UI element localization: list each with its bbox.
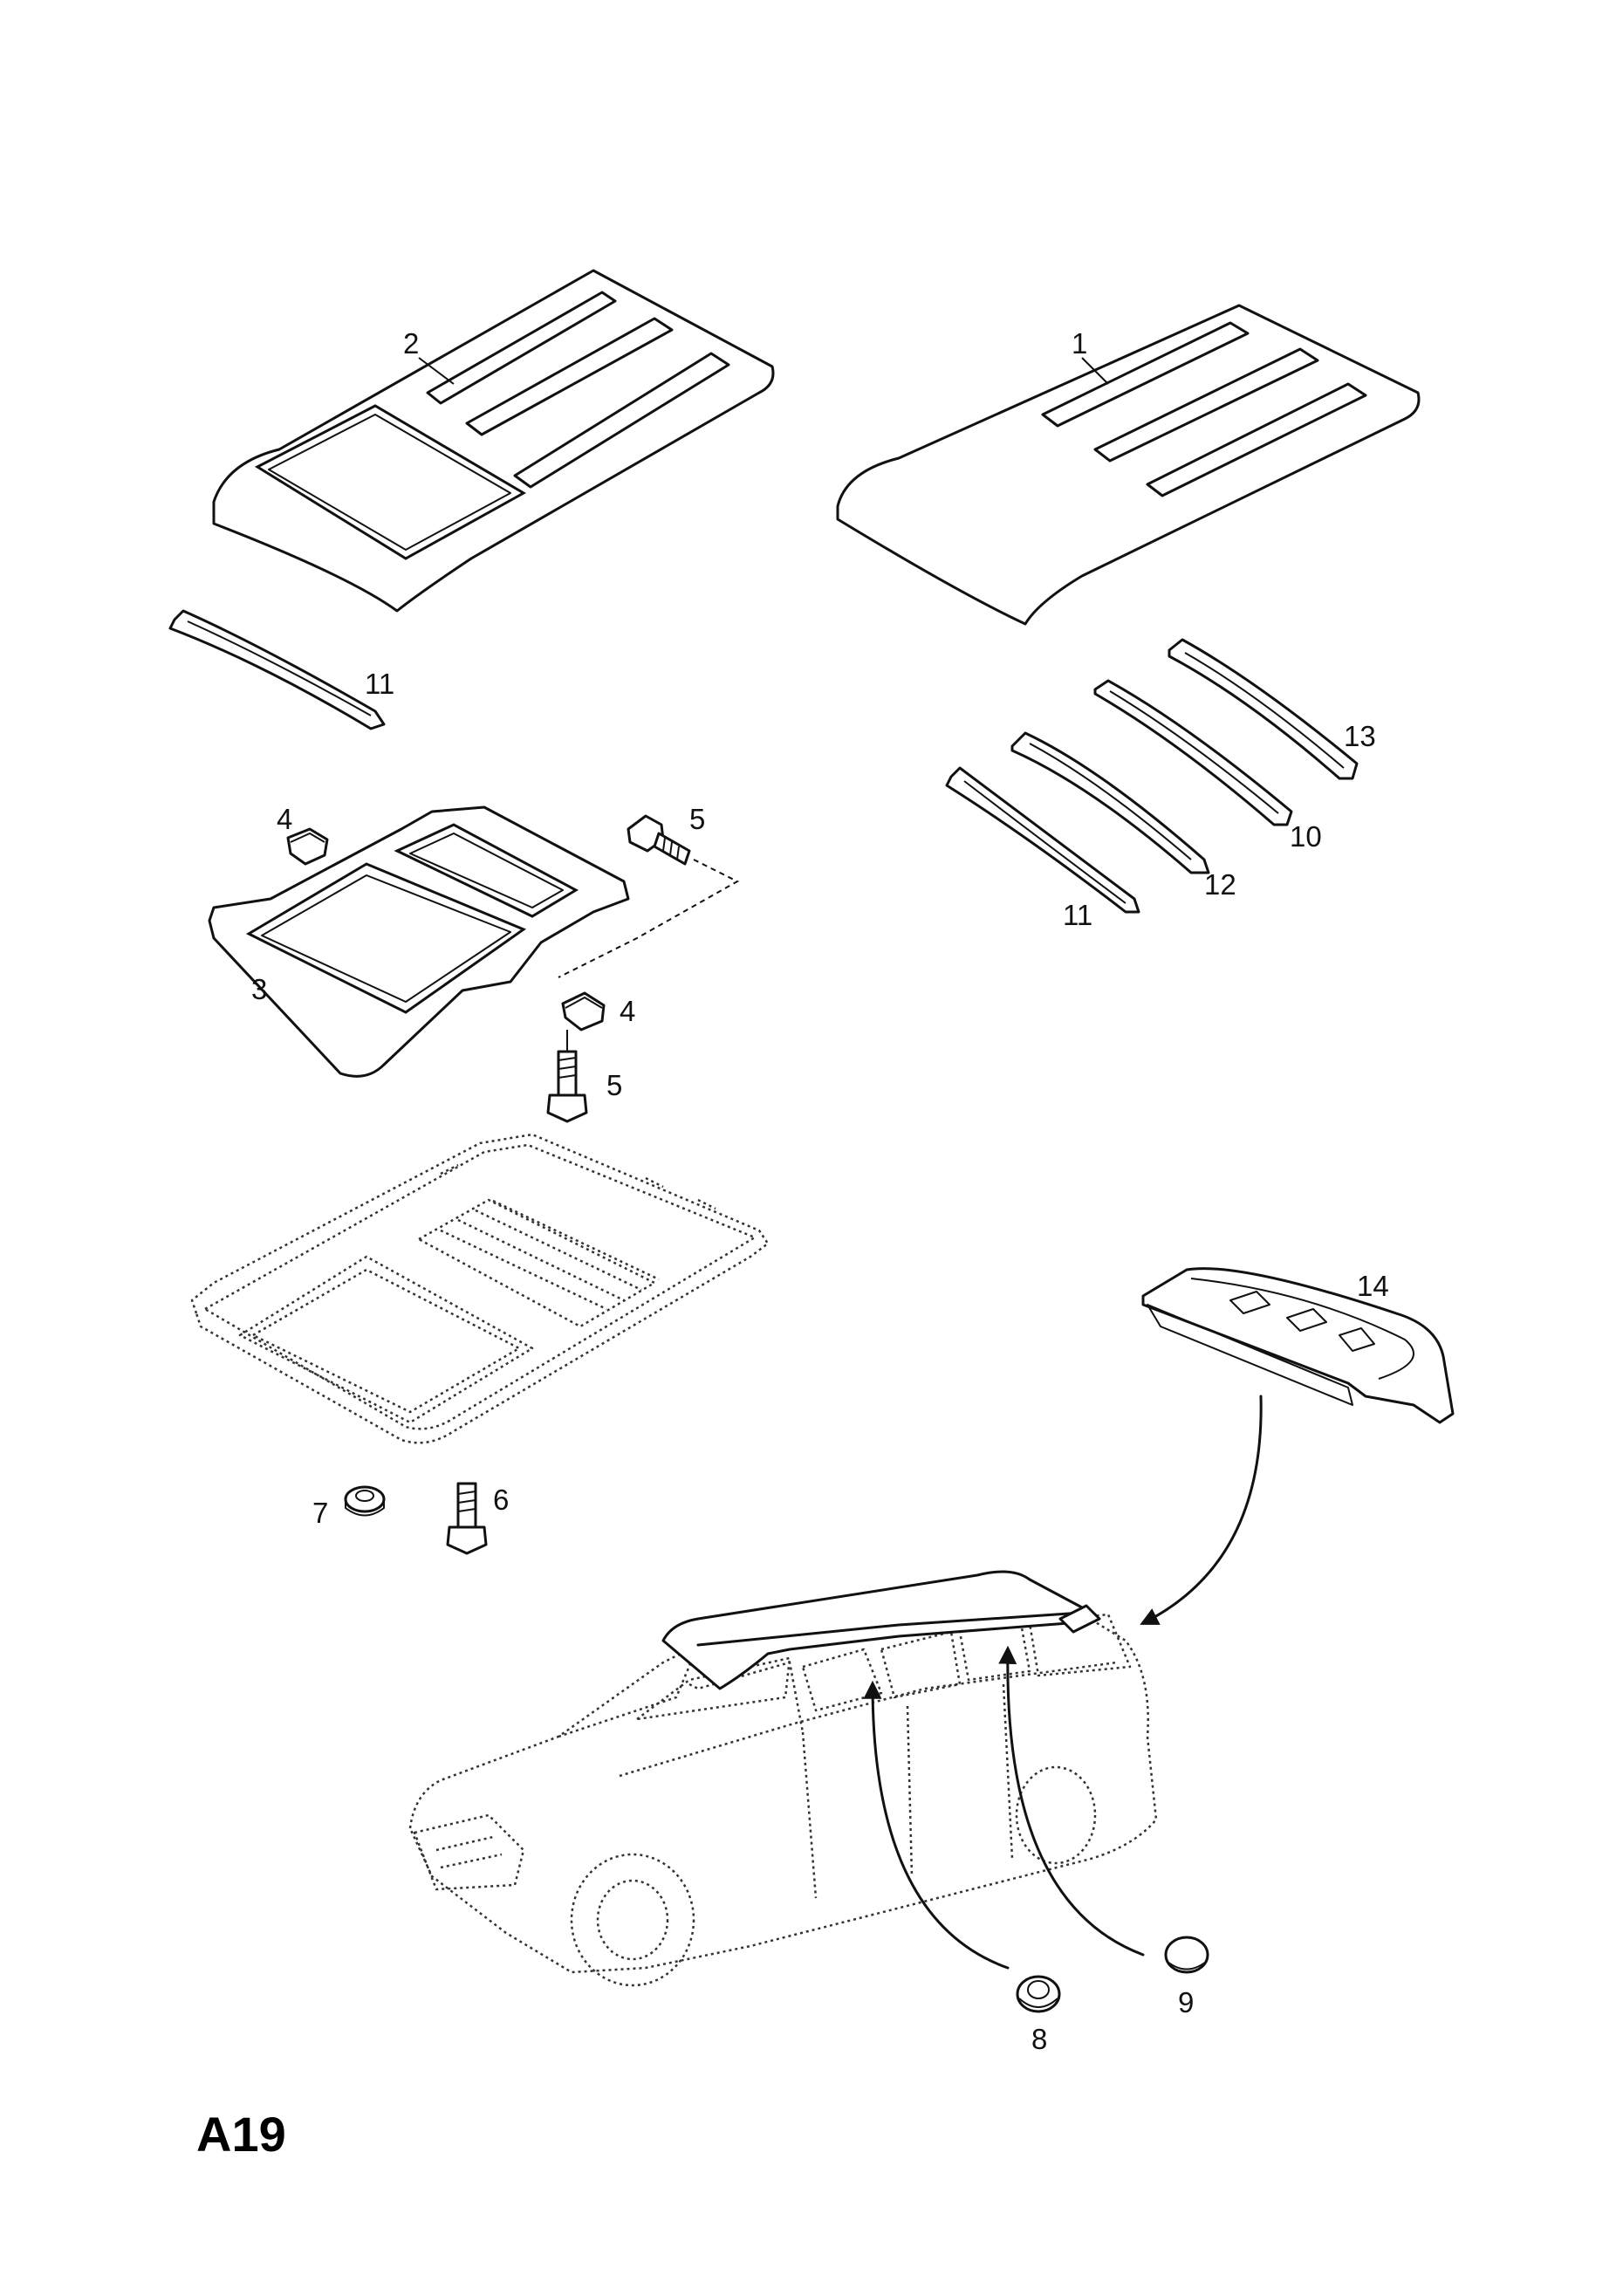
leader-arrow-9 <box>998 1645 1145 1957</box>
roof-rail-2b <box>465 317 674 436</box>
roof-panel-with-sunroof-part-2 <box>212 269 775 613</box>
callout-4-top: 4 <box>277 803 292 835</box>
callout-7: 7 <box>312 1497 328 1529</box>
cross-rail-part-11-right <box>945 766 1140 914</box>
callout-11-left: 11 <box>365 668 394 700</box>
seal-strip-part-10 <box>1093 679 1293 826</box>
nut-part-7 <box>344 1485 386 1517</box>
leader-arrow-14 <box>1140 1395 1263 1625</box>
bolt-part-6 <box>446 1482 488 1555</box>
callout-3: 3 <box>251 973 267 1005</box>
roof-trim-part-14 <box>1141 1267 1455 1424</box>
roof-bow-part-13 <box>1168 638 1359 780</box>
diagram-code: A19 <box>196 2107 286 2162</box>
callout-5-top: 5 <box>689 803 705 835</box>
callout-2: 2 <box>403 327 419 360</box>
callout-9: 9 <box>1178 1986 1194 2018</box>
plug-part-9 <box>1164 1936 1209 1974</box>
cross-rail-part-11-left <box>168 609 386 730</box>
clip-part-4-top <box>286 827 329 866</box>
roof-rail-2c <box>513 352 730 489</box>
clip-part-4-bottom <box>561 991 606 1031</box>
callout-11-right: 11 <box>1063 899 1092 931</box>
roof-rail-1a <box>1041 321 1250 428</box>
bolt-part-5-bottom <box>546 1050 588 1123</box>
sunroof-frame-part-3 <box>208 805 630 1078</box>
callout-6: 6 <box>493 1484 509 1516</box>
roof-bow-part-12 <box>1010 731 1210 874</box>
callout-1: 1 <box>1072 327 1087 360</box>
leader-arrow-8 <box>863 1680 1010 1970</box>
vehicle-roof <box>661 1570 1101 1690</box>
roof-rail-1b <box>1093 347 1319 463</box>
callout-14: 14 <box>1357 1270 1389 1302</box>
callout-13: 13 <box>1344 720 1376 752</box>
roof-rail-2a <box>426 291 617 405</box>
callout-12: 12 <box>1204 868 1236 901</box>
callout-10: 10 <box>1290 820 1322 853</box>
callout-5-bottom: 5 <box>606 1069 622 1101</box>
roof-rail-1c <box>1146 382 1367 497</box>
sunroof-cassette <box>190 1133 770 1444</box>
roof-panel-part-1 <box>836 304 1421 626</box>
callout-4-bottom: 4 <box>620 995 635 1027</box>
bolt-part-5-top <box>627 814 691 866</box>
callout-8: 8 <box>1031 2023 1047 2055</box>
grommet-part-8 <box>1016 1975 1061 2013</box>
